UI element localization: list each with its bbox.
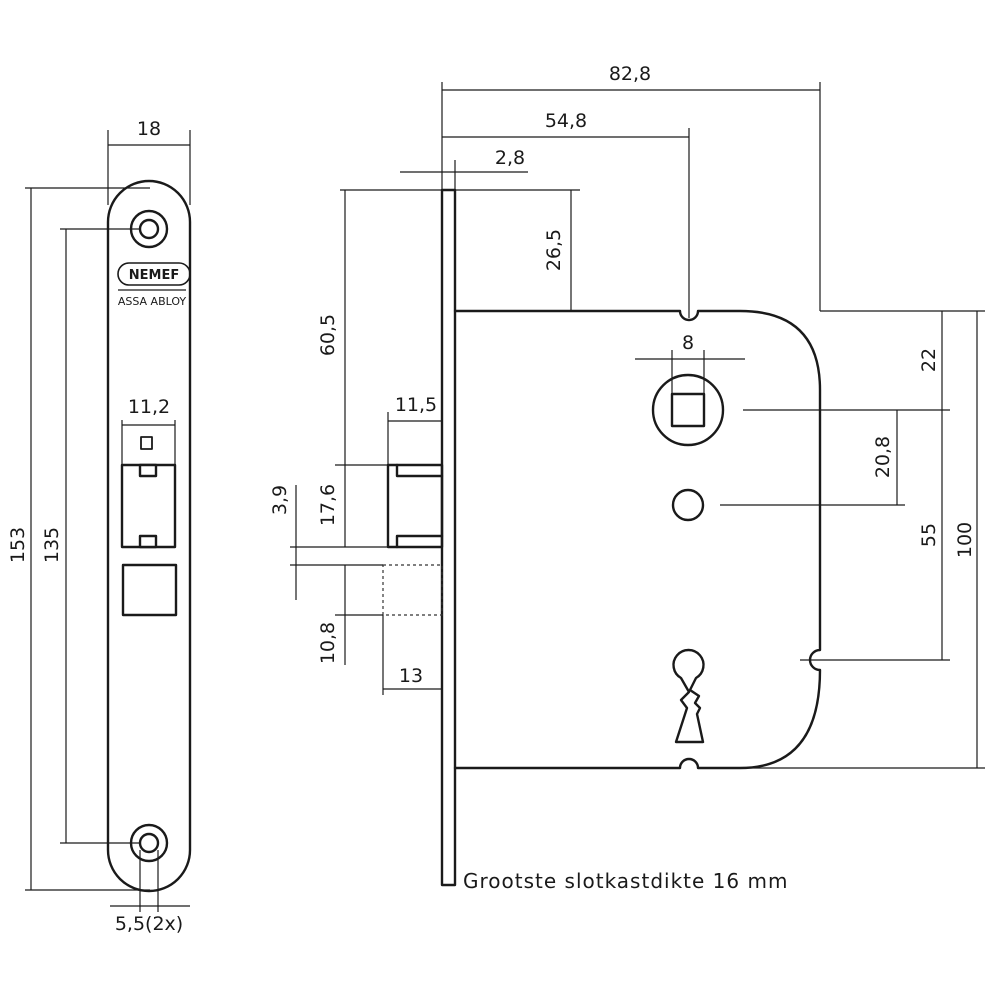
lock-case xyxy=(453,309,822,770)
latch-indicator xyxy=(140,436,153,450)
dim-backset: 54,8 xyxy=(545,110,587,132)
dim-overall-depth: 82,8 xyxy=(609,63,651,85)
latch-bolt xyxy=(386,463,444,549)
dim-latch-width: 11,2 xyxy=(128,396,170,418)
screw-hole-top-inner xyxy=(138,218,160,240)
dim-spindle-to-key: 55 xyxy=(918,523,940,547)
dim-hole-spacing: 135 xyxy=(41,527,63,563)
keyhole xyxy=(672,648,705,744)
dim-spindle-to-top: 22 xyxy=(918,348,940,372)
dim-bolt-projection: 13 xyxy=(399,665,423,687)
screw-hole-bottom-inner xyxy=(138,832,160,854)
faceplate-view: NEMEF ASSA ABLOY 18 153 135 11,2 xyxy=(7,118,192,935)
dim-bolt-height: 10,8 xyxy=(317,622,339,664)
dim-latch-height: 17,6 xyxy=(317,484,339,526)
dim-top-to-latch: 60,5 xyxy=(317,314,339,356)
spindle-square xyxy=(670,392,706,428)
bolt-opening xyxy=(121,563,178,617)
dim-latch-projection: 11,5 xyxy=(395,394,437,416)
dim-top-to-case: 26,5 xyxy=(543,229,565,271)
dim-spindle-to-hole: 20,8 xyxy=(872,436,894,478)
dim-latch-gap: 3,9 xyxy=(269,485,291,515)
case-thickness-note: Grootste slotkastdikte 16 mm xyxy=(463,869,788,893)
latch-opening xyxy=(120,463,177,549)
dim-plate-thickness: 2,8 xyxy=(495,147,525,169)
brand-name: NEMEF xyxy=(129,268,179,283)
dead-bolt xyxy=(382,564,443,616)
nemef-logo: NEMEF xyxy=(117,262,191,286)
fixing-hole xyxy=(671,488,705,522)
dim-faceplate-height: 153 xyxy=(7,527,29,563)
dim-spindle: 8 xyxy=(682,332,694,354)
dim-faceplate-width: 18 xyxy=(137,118,161,140)
front-plate xyxy=(440,188,457,887)
dim-screw-holes: 5,5(2x) xyxy=(115,913,183,935)
dim-case-height: 100 xyxy=(954,522,976,558)
lock-body-view: 82,8 54,8 2,8 26,5 60,5 11,5 17,6 3,9 xyxy=(269,63,985,893)
faceplate-outline xyxy=(106,179,192,893)
spindle-hub xyxy=(651,373,725,447)
sub-brand: ASSA ABLOY xyxy=(118,295,187,308)
